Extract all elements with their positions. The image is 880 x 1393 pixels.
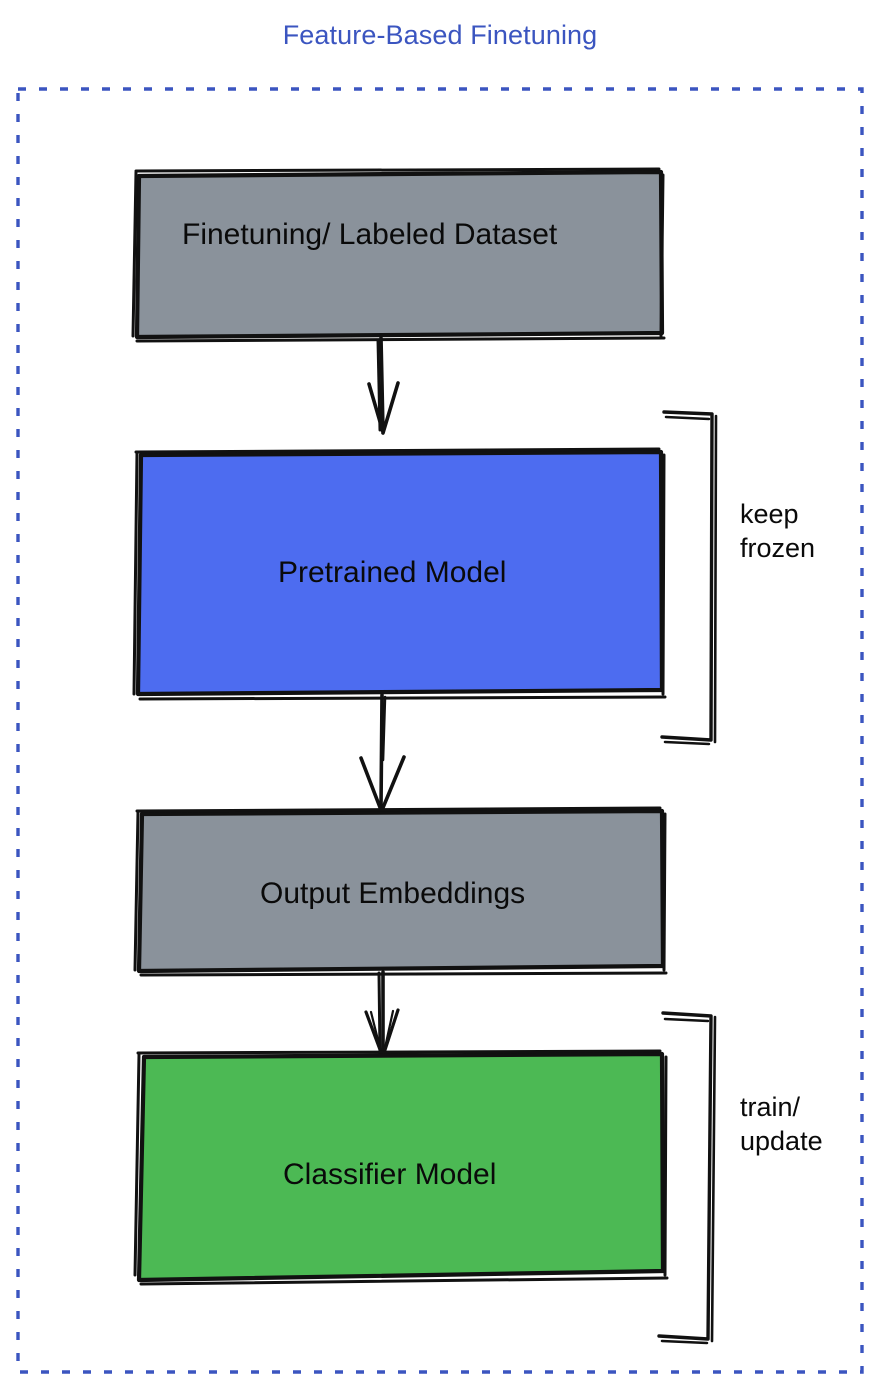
node-classifier-shape bbox=[140, 1053, 662, 1279]
node-dataset[interactable] bbox=[131, 167, 666, 343]
annotation-keep-frozen: keep frozen bbox=[740, 497, 815, 565]
node-embeddings-label: Output Embeddings bbox=[260, 877, 526, 910]
page-title: Feature-Based Finetuning bbox=[282, 20, 598, 50]
annotation-train-update-line1: train/ bbox=[740, 1092, 801, 1122]
arrow-dataset-to-pretrained bbox=[367, 336, 400, 435]
node-classifier-outline-b bbox=[133, 1049, 669, 1286]
node-classifier-outline-a bbox=[136, 1051, 666, 1283]
annotation-train-update-line2: update bbox=[740, 1126, 823, 1156]
node-dataset-label: Finetuning/ Labeled Dataset bbox=[182, 218, 558, 251]
node-dataset-shape bbox=[138, 171, 661, 336]
node-embeddings-outline-b bbox=[133, 806, 668, 977]
annotation-keep-frozen-line1: keep bbox=[740, 499, 799, 529]
node-classifier-label: Classifier Model bbox=[283, 1158, 497, 1191]
arrow-pretrained-to-embeddings bbox=[359, 693, 406, 812]
bracket-keep-frozen bbox=[660, 410, 718, 746]
node-classifier[interactable] bbox=[133, 1049, 669, 1286]
annotation-keep-frozen-line2: frozen bbox=[740, 533, 816, 563]
dashed-container bbox=[16, 87, 864, 1374]
arrow-embeddings-to-classifier bbox=[364, 970, 400, 1059]
node-dataset-outline-b bbox=[131, 167, 666, 343]
bracket-train-update bbox=[657, 1011, 717, 1345]
node-embeddings[interactable] bbox=[133, 806, 668, 977]
node-pretrained-label: Pretrained Model bbox=[278, 556, 507, 589]
node-pretrained[interactable] bbox=[132, 447, 667, 701]
annotation-train-update: train/ update bbox=[740, 1090, 823, 1158]
node-pretrained-shape bbox=[139, 451, 661, 693]
node-pretrained-outline-b bbox=[132, 447, 667, 701]
node-embeddings-shape bbox=[140, 810, 662, 970]
